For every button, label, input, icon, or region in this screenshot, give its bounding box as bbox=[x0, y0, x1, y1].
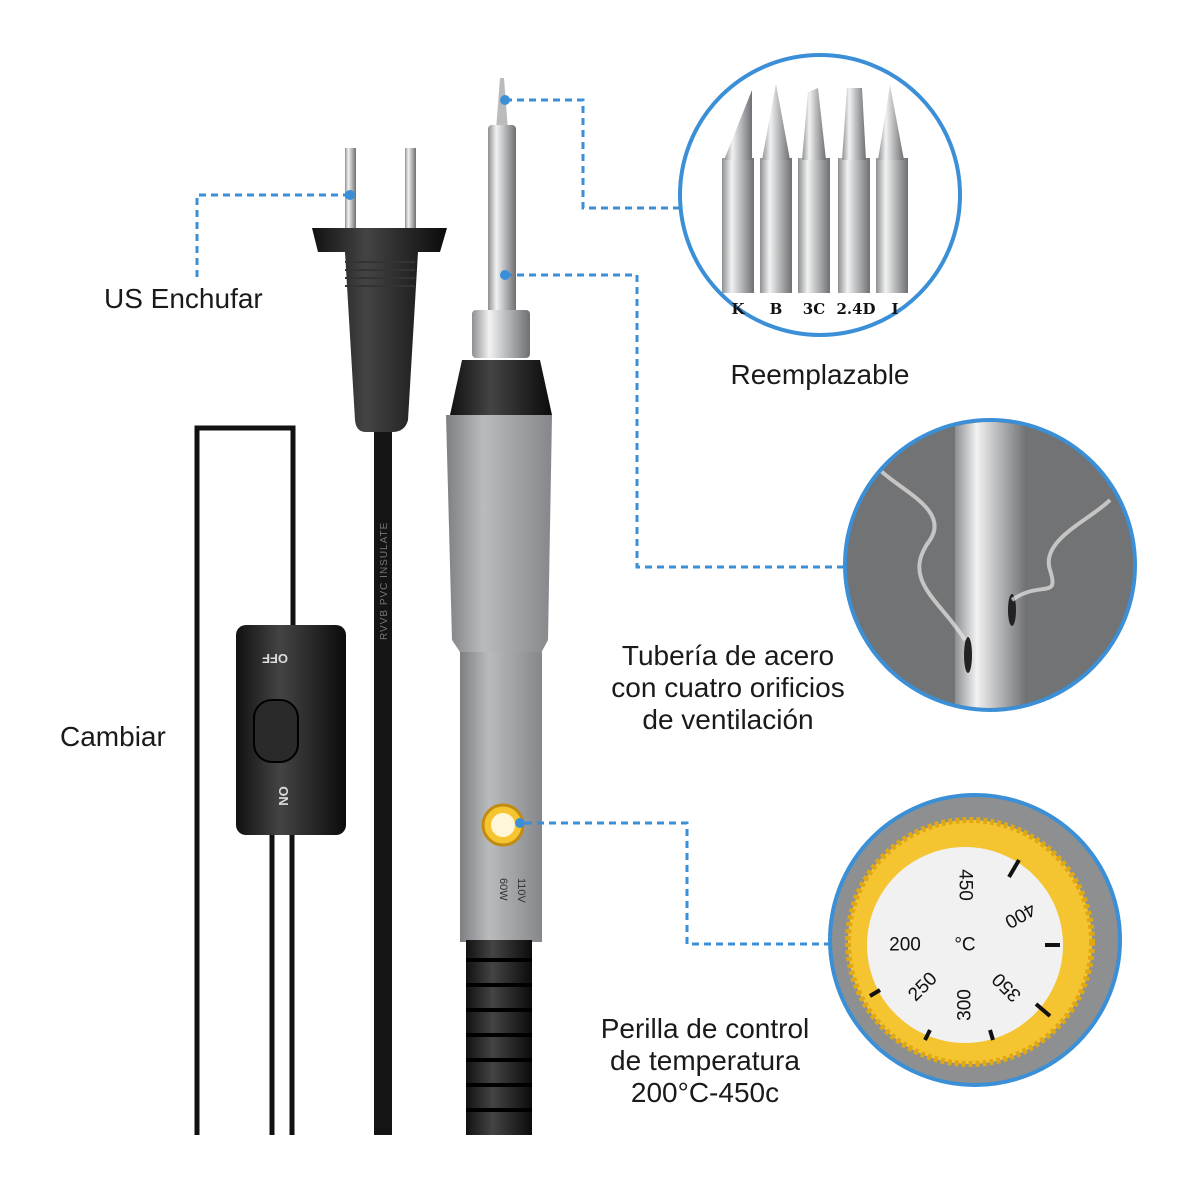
tips-detail-circle: K B 3C 2.4D I bbox=[678, 53, 962, 337]
tube-label-line-1: Tubería de acero bbox=[621, 640, 835, 671]
knob-label: Perilla de control de temperatura 200°C-… bbox=[560, 1013, 850, 1109]
tip-label-b: B bbox=[770, 300, 783, 318]
tube-detail-circle bbox=[843, 418, 1137, 712]
knob-detail-circle: 200 250 300 350 400 450 °C bbox=[828, 793, 1122, 1087]
knob-label-line-3: 200°C-450c bbox=[630, 1077, 780, 1108]
dial-ticks bbox=[868, 858, 1060, 1041]
knob-label-line-1: Perilla de control bbox=[600, 1013, 810, 1044]
tip-label-i: I bbox=[891, 300, 898, 318]
plug-label: US Enchufar bbox=[104, 283, 263, 314]
tip-label-3c: 3C bbox=[803, 300, 825, 318]
switch-cable bbox=[194, 425, 296, 1135]
handle-voltage: 110V bbox=[515, 878, 527, 904]
power-cable bbox=[374, 425, 392, 1135]
callout-lines bbox=[195, 98, 845, 946]
us-plug bbox=[312, 148, 447, 432]
dial-200: 200 bbox=[889, 935, 921, 956]
inline-switch: OFF ON bbox=[236, 625, 346, 835]
spring-strain-relief bbox=[466, 940, 532, 1135]
tip-label-2-4d: 2.4D bbox=[836, 300, 875, 318]
switch-label: Cambiar bbox=[60, 721, 166, 752]
tube-label-line-2: con cuatro orificios bbox=[611, 672, 845, 703]
switch-off-label: OFF bbox=[262, 651, 288, 666]
soldering-iron: 110V 60W bbox=[446, 78, 552, 1135]
tube-callout-line bbox=[505, 273, 845, 569]
switch-on-label: ON bbox=[276, 786, 291, 806]
tube-label: Tubería de acero con cuatro orificios de… bbox=[568, 640, 888, 736]
tip-label-k: K bbox=[731, 300, 745, 318]
tube-label-line-3: de ventilación bbox=[642, 704, 814, 735]
handle-wattage: 60W bbox=[497, 878, 509, 901]
knob-label-line-2: de temperatura bbox=[610, 1045, 800, 1076]
tip-callout-line bbox=[505, 98, 700, 210]
dial-450: 450 bbox=[955, 869, 976, 901]
rocker-button bbox=[253, 699, 299, 763]
tips-label: Reemplazable bbox=[730, 359, 910, 390]
plug-callout-line bbox=[195, 193, 350, 278]
cable-print: RVVB PVC INSULATE bbox=[379, 522, 390, 640]
dial-unit: °C bbox=[954, 935, 975, 956]
dial-300: 300 bbox=[955, 989, 976, 1021]
knob-callout-line bbox=[525, 821, 830, 946]
